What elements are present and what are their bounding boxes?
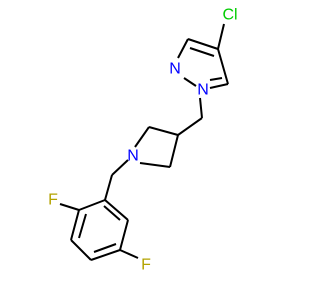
bond-n1-c5	[209, 83, 229, 89]
bond-n1-ch2	[199, 97, 203, 119]
bond-az-c2-n	[134, 126, 150, 148]
bond-n1-c5-double	[209, 77, 223, 81]
bond-c2-f	[59, 203, 80, 211]
bond-c4-c3	[187, 38, 219, 50]
bond-ar-c3-c4	[70, 239, 92, 261]
bond-c4-c3-double	[189, 47, 215, 57]
bond-az-n-c4	[139, 162, 171, 168]
bond-az-c4-c3	[169, 134, 179, 168]
bond-ar-c5-c6	[119, 219, 129, 251]
bond-naz-ch2	[111, 159, 129, 176]
bond-ar-c6-c1	[104, 199, 129, 221]
molecule-structure: Cl N N N F F	[48, 7, 237, 274]
fluorine-ortho-label: F	[48, 192, 58, 209]
bond-ch2-c3az	[177, 117, 203, 136]
bond-ar-c2-c3	[70, 209, 80, 241]
bond-c5-f	[119, 249, 139, 259]
bond-ch2-aryl	[104, 174, 113, 201]
bond-c4-cl	[217, 23, 225, 50]
bond-c4-c5	[217, 48, 229, 85]
bond-az-c3-c2	[148, 126, 179, 136]
bond-ar-c4-c5-double	[93, 243, 117, 253]
pyrazole-n2-label: N	[169, 61, 181, 78]
bond-n2-n1	[183, 77, 197, 87]
bond-ar-c6-c1-double	[103, 205, 121, 221]
fluorine-meta-label: F	[141, 257, 151, 274]
chlorine-atom-label: Cl	[222, 7, 237, 24]
bond-ar-c4-c5	[90, 249, 121, 261]
pyrazole-n1-label: N	[197, 82, 209, 99]
bond-c3-n2	[177, 38, 189, 59]
azetidine-n-label: N	[127, 148, 139, 165]
bond-ar-c1-c2	[78, 199, 106, 211]
bond-ar-c2-c3-double	[78, 213, 87, 239]
